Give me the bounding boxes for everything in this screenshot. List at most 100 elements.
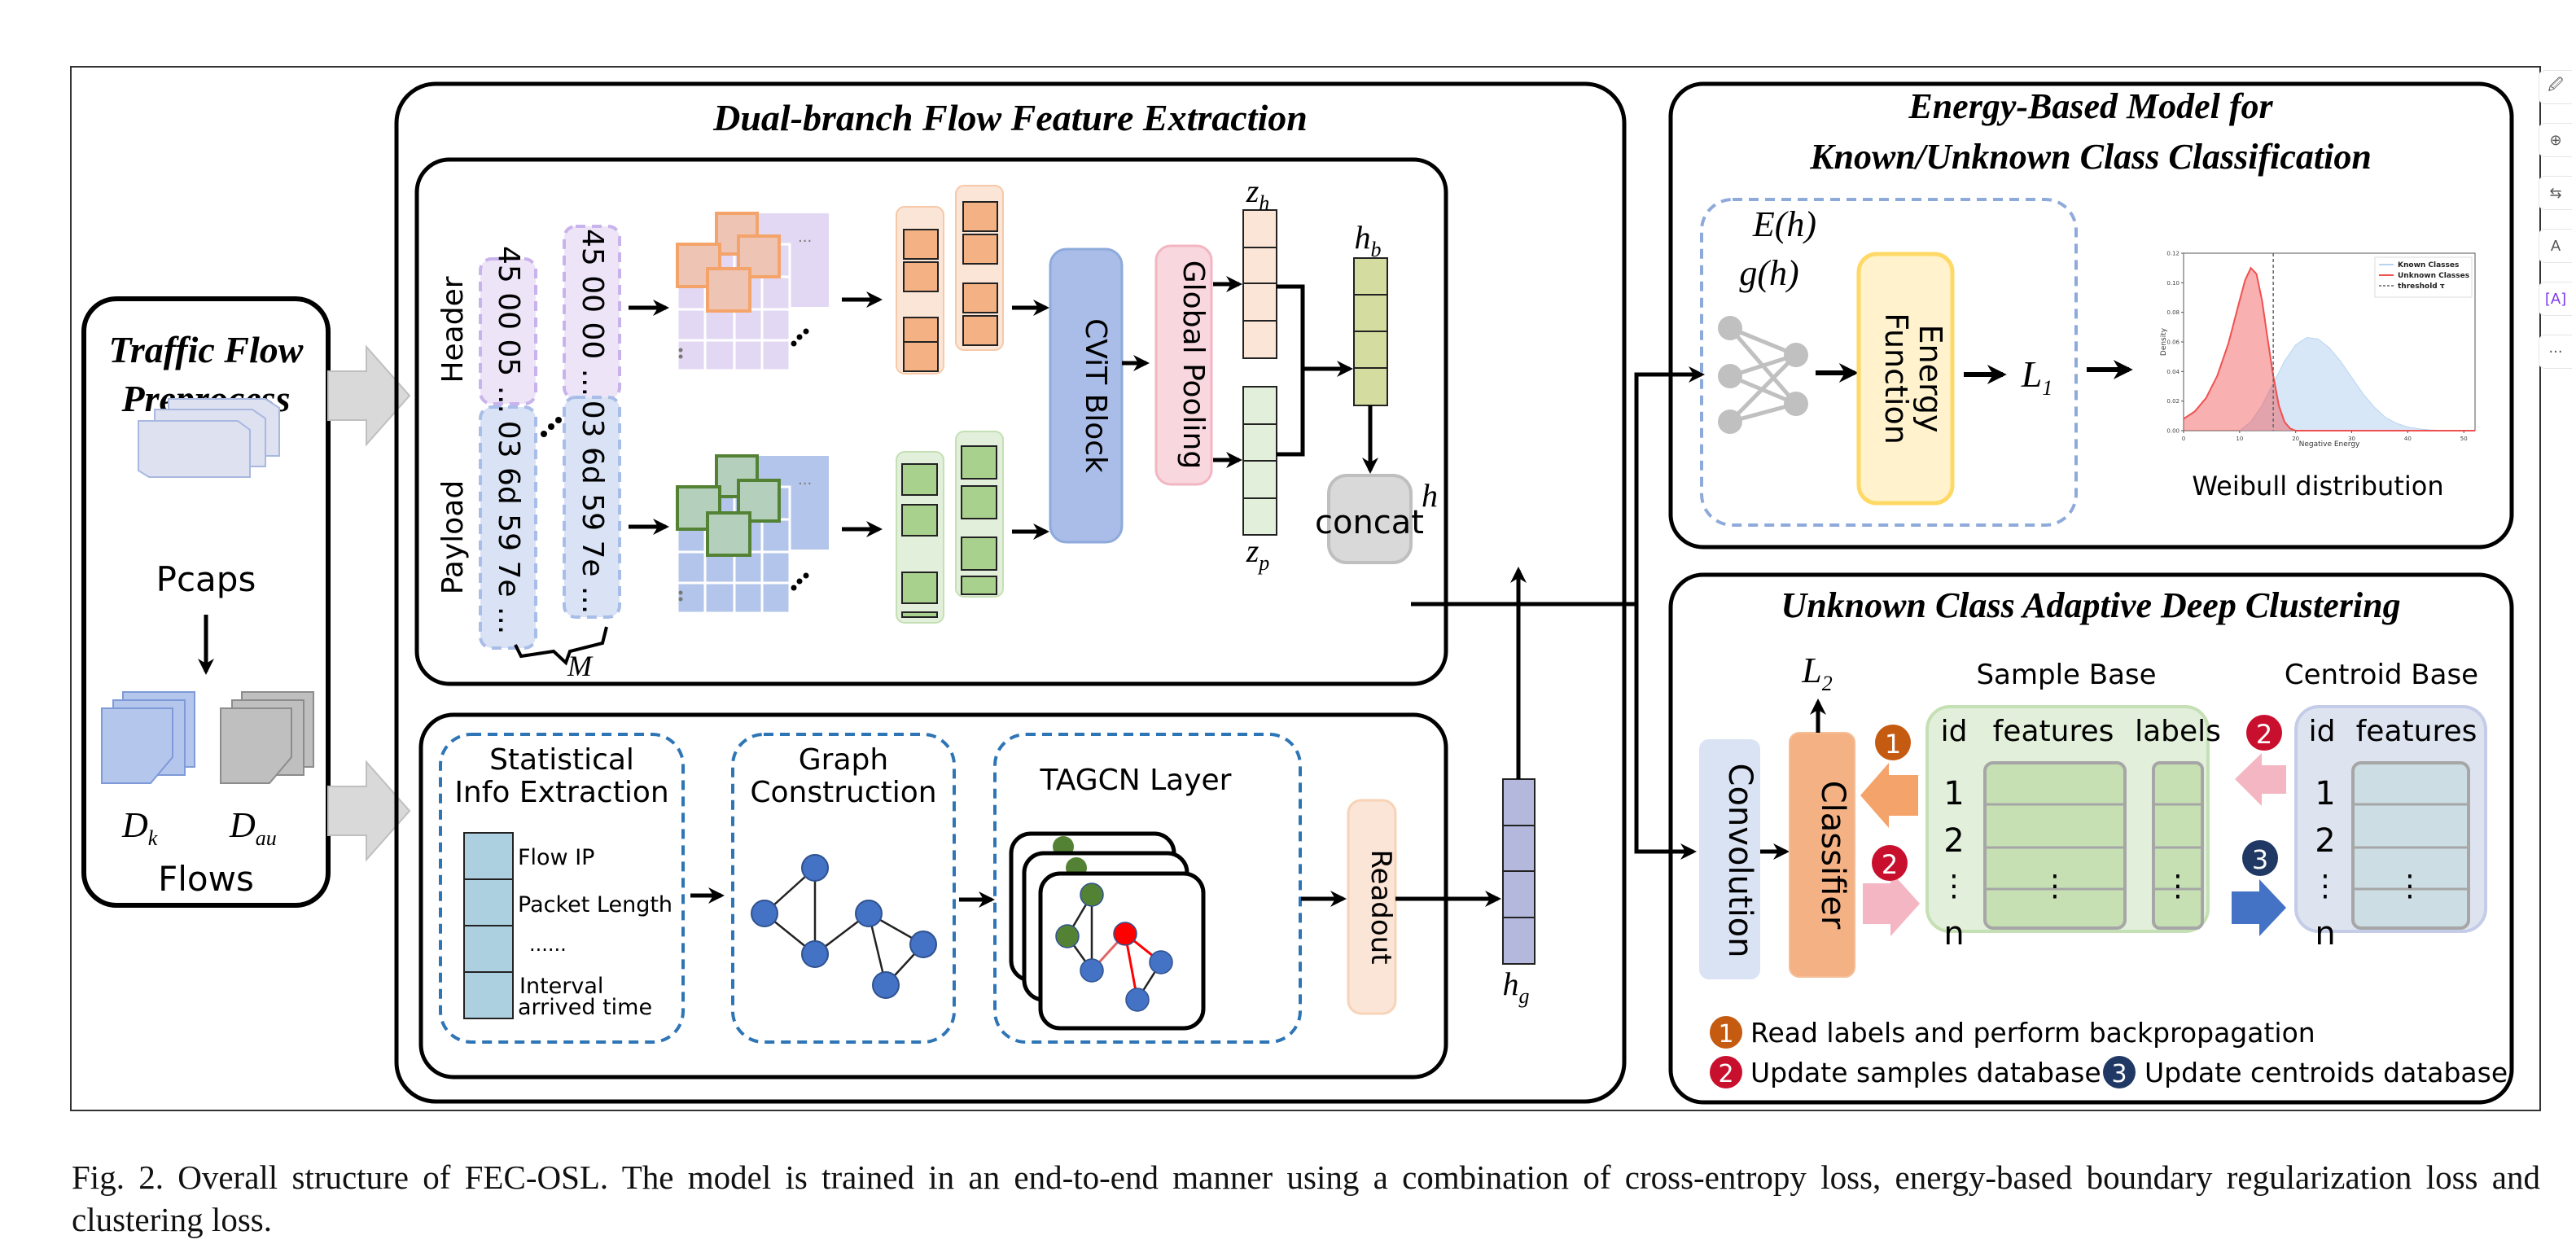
legend-number: 2 <box>1718 1060 1733 1088</box>
connector-line <box>1634 604 1697 860</box>
cvit-label: CViT Block <box>1079 318 1112 473</box>
loss1-label: L1 <box>2021 353 2053 400</box>
ellipsis: ⋮ <box>2395 869 2425 903</box>
zoom-in-button[interactable]: ⊕ <box>2539 123 2572 157</box>
header-token-columns <box>896 185 1004 374</box>
ocr-button[interactable]: [A] <box>2539 282 2572 316</box>
graph-branch-box <box>418 712 1448 1080</box>
zp-vector <box>1242 386 1277 536</box>
step-number: 1 <box>1885 729 1901 760</box>
y-tick-label: 0.02 <box>2166 398 2180 405</box>
preprocess-panel: Traffic Flow Preprocess Pcaps Dk Dau Flo… <box>81 296 331 908</box>
step-number: 3 <box>2252 844 2268 875</box>
pooling-label: Global Pooling <box>1176 261 1210 469</box>
y-tick-label: 0.08 <box>2166 309 2180 316</box>
h-label: h <box>1422 477 1438 514</box>
block-arrow-icon <box>327 344 411 447</box>
hb-label: hb <box>1355 219 1382 261</box>
ellipsis: ⋮ <box>2040 869 2070 903</box>
y-tick-label: 0.12 <box>2166 251 2180 257</box>
global-pooling-block <box>1154 244 1213 486</box>
gh-label: g(h) <box>1739 253 1798 293</box>
edit-image-button[interactable]: 🖉 <box>2539 70 2572 104</box>
step-badge <box>2242 840 2278 876</box>
readout-label: Readout <box>1365 849 1397 964</box>
viewer-toolbar: 🖉 ⊕ ⇆ A [A] ··· <box>2539 70 2576 388</box>
x-tick-label: 50 <box>2460 436 2468 442</box>
col-labels: labels <box>2135 715 2221 748</box>
sample-feature-cells <box>1983 761 2204 930</box>
legend-badge <box>1710 1016 1742 1049</box>
centroid-to-sample-arrow <box>2235 753 2286 806</box>
col-id: id <box>1941 715 1968 748</box>
more-button[interactable]: ··· <box>2539 335 2572 369</box>
row-id: 2 <box>2315 822 2335 860</box>
step-number: 2 <box>2256 719 2272 750</box>
loss2-label: L2 <box>1801 650 1832 695</box>
figure-caption: Fig. 2. Overall structure of FEC-OSL. Th… <box>72 1158 2540 1238</box>
edit-text-button[interactable]: A <box>2539 229 2572 263</box>
concat-block <box>1327 474 1413 564</box>
energy-inner-box <box>1700 198 2078 527</box>
zh-label: zh <box>1246 173 1270 215</box>
header-seq-text: 45 00 00 ... <box>576 229 609 396</box>
m-label: M <box>567 650 594 682</box>
eh-label: E(h) <box>1752 204 1816 244</box>
header-feature-map: ··· <box>676 212 829 372</box>
graph-title-2: Construction <box>750 776 936 809</box>
x-axis-label: Negative Energy <box>2299 440 2360 449</box>
readout-block <box>1347 799 1397 1015</box>
step-badge <box>1872 845 1908 881</box>
legend-text: Update centroids database <box>2144 1057 2508 1088</box>
step-badge <box>1875 725 1911 760</box>
legend-entry: threshold τ <box>2398 282 2445 291</box>
x-tick-label: 0 <box>2182 436 2185 442</box>
weibull-label: Weibull distribution <box>2192 471 2443 501</box>
convolution-block <box>1699 739 1760 979</box>
legend-badge <box>1710 1056 1742 1088</box>
svg-text:···: ··· <box>798 475 812 493</box>
stat-feature: Interval <box>519 974 603 999</box>
hg-vector <box>1502 778 1536 965</box>
packet-branch-box <box>414 157 1448 686</box>
dk-label: Dk <box>121 805 158 850</box>
stat-feature: Packet Length <box>518 892 672 918</box>
m-brace <box>514 626 608 666</box>
energy-fn-label-1: Energy <box>1912 324 1948 432</box>
graph-icon <box>751 854 937 999</box>
pcaps-icon <box>138 398 280 478</box>
series-line-unknown-classes <box>2183 266 2475 431</box>
flows-label: Flows <box>158 859 254 899</box>
row-id: ⋮ <box>1939 869 1969 903</box>
y-tick-label: 0.04 <box>2166 369 2180 375</box>
payload-token-columns <box>896 431 1004 624</box>
tagcn-box <box>993 733 1302 1044</box>
clustering-panel: Unknown Class Adaptive Deep Clustering C… <box>1668 572 2514 1105</box>
graph-title-1: Graph <box>799 743 888 777</box>
dau-label: Dau <box>229 805 277 850</box>
zp-label: zp <box>1246 532 1270 575</box>
row-id: 1 <box>2315 775 2335 812</box>
connector-line <box>1634 366 1705 604</box>
y-axis-label: Density <box>2160 327 2168 356</box>
update-samples-arrow <box>1863 871 1920 936</box>
dual-branch-title: Dual-branch Flow Feature Extraction <box>712 97 1308 138</box>
neural-network-icon <box>1718 316 1808 434</box>
preprocess-title-1: Traffic Flow <box>109 329 304 370</box>
convert-button[interactable]: ⇆ <box>2539 176 2572 210</box>
stat-title-1: Statistical <box>489 743 634 777</box>
tagcn-title: TAGCN Layer <box>1040 764 1232 797</box>
stat-feature: Flow IP <box>518 845 594 870</box>
step-number: 2 <box>1882 849 1898 880</box>
unknown-flows-icon <box>220 691 314 784</box>
col-features: features <box>1993 715 2114 748</box>
x-tick-label: 10 <box>2236 436 2243 442</box>
more-icon: ··· <box>2548 343 2563 361</box>
energy-title-2: Known/Unknown Class Classification <box>1809 137 2372 177</box>
statistical-info-box <box>439 733 685 1044</box>
legend-number: 3 <box>2111 1060 2127 1088</box>
tagcn-layer-stack <box>1009 831 1206 1031</box>
